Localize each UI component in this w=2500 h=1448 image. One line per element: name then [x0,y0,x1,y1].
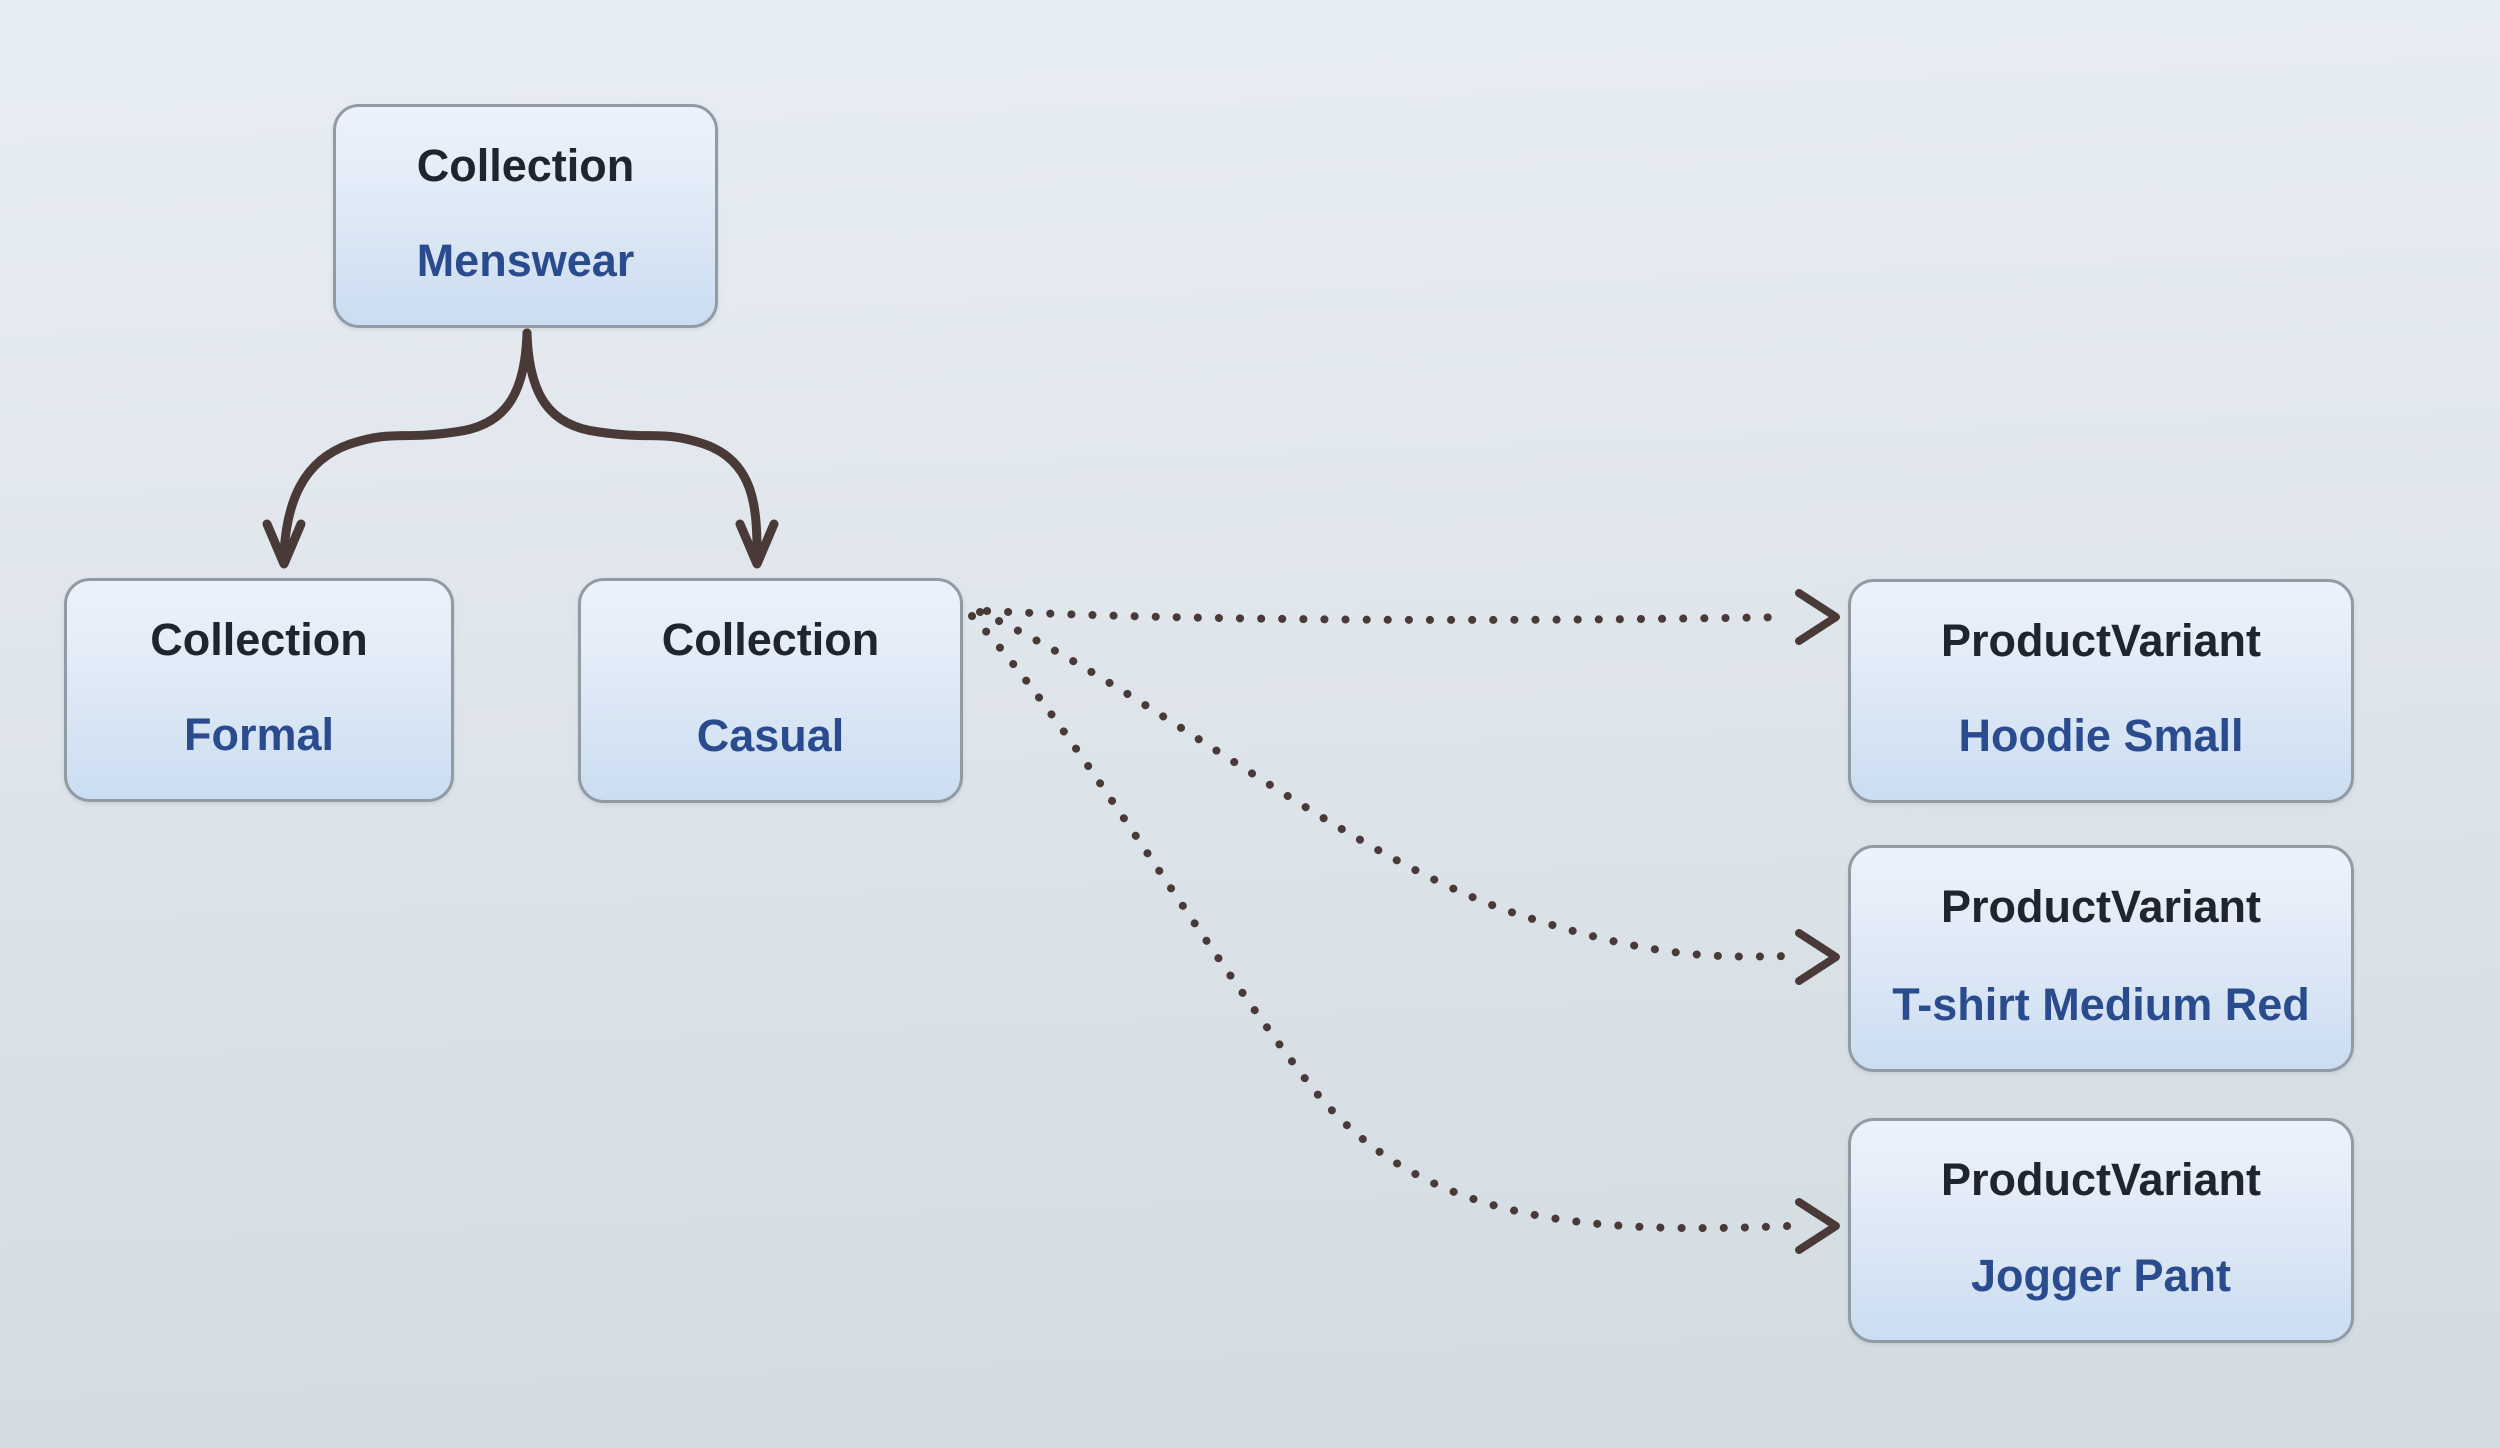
node-type-label: ProductVariant [1940,881,2262,932]
node-collection-menswear: Collection Menswear [333,104,718,328]
edge-line [279,328,532,557]
node-instance-label: Jogger Pant [1970,1250,2232,1301]
node-productvariant-tshirt-medium-red: ProductVariant T-shirt Medium Red [1848,845,2354,1072]
node-type-label: Collection [416,140,635,191]
node-collection-casual: Collection Casual [578,578,963,803]
arrowhead-down-icon [735,519,779,569]
node-type-label: Collection [150,614,368,665]
arrowhead-down-icon [262,519,306,569]
edge-casual-to-hoodie [983,589,1840,645]
node-productvariant-jogger-pant: ProductVariant Jogger Pant [1848,1118,2354,1343]
edge-casual-to-tshirt [976,608,1840,985]
arrowhead-right-icon [1795,589,1840,645]
node-instance-label: Casual [696,710,845,761]
edge-menswear-to-formal [262,328,532,569]
arrowhead-right-icon [1795,929,1840,985]
node-instance-label: T-shirt Medium Red [1892,979,2310,1030]
edge-line [522,328,762,557]
node-type-label: ProductVariant [1940,615,2262,666]
node-type-label: ProductVariant [1940,1154,2262,1205]
node-productvariant-hoodie-small: ProductVariant Hoodie Small [1848,579,2354,803]
edge-dotted-line [976,608,1792,961]
node-collection-formal: Collection Formal [64,578,454,802]
node-instance-label: Formal [183,709,335,760]
edge-dotted-line [983,607,1792,624]
edge-menswear-to-casual [522,328,779,569]
arrowhead-right-icon [1795,1198,1840,1254]
node-instance-label: Menswear [416,235,635,286]
edge-casual-to-jogger [968,612,1840,1254]
node-instance-label: Hoodie Small [1958,710,2244,761]
node-type-label: Collection [661,614,880,665]
edge-dotted-line [968,612,1792,1233]
